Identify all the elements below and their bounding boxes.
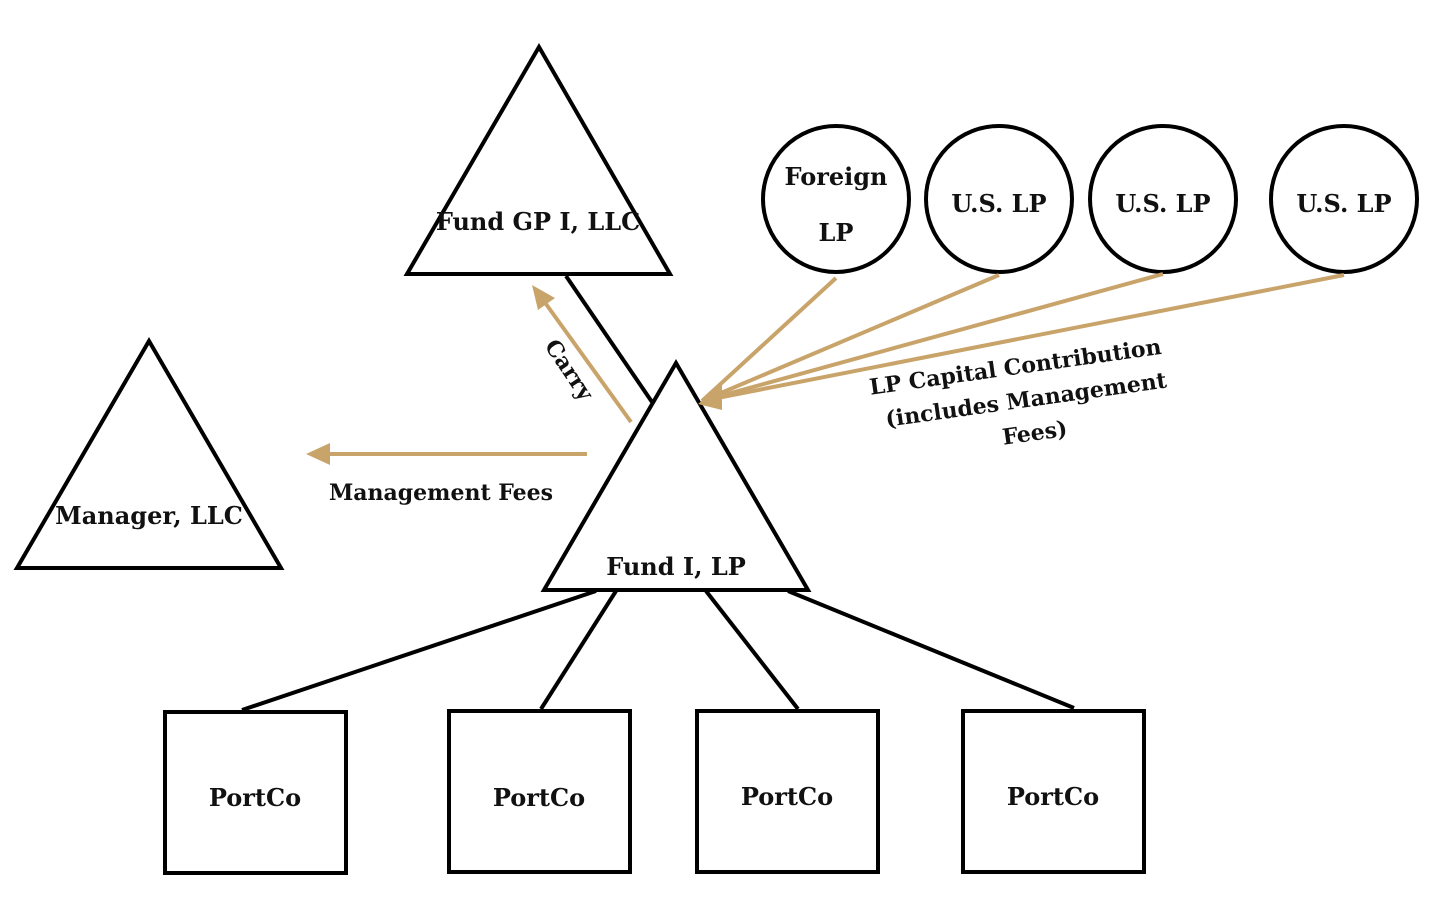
foreign-lp-label-line1: Foreign: [785, 162, 888, 191]
us-lp-node-1: U.S. LP: [924, 124, 1074, 274]
fund-node: Fund I, LP: [540, 359, 812, 592]
portco-label-3: PortCo: [741, 782, 833, 811]
link-fund-to-portco-3: [704, 589, 800, 711]
flow-from-us-lp-3: [701, 273, 1345, 403]
manager-node: Manager, LLC: [13, 337, 285, 570]
carry-label: Carry: [539, 335, 599, 407]
manager-label: Manager, LLC: [55, 501, 243, 530]
flow-from-us-lp-1: [701, 273, 1000, 403]
lp-contribution-label: LP Capital Contribution (includes Manage…: [868, 334, 1169, 451]
portco-label-2: PortCo: [493, 783, 585, 812]
lp-contribution-arrows: [698, 272, 1345, 410]
flow-from-foreign-lp: [700, 276, 838, 403]
portco-node-4: PortCo: [961, 709, 1146, 874]
management-fees-label: Management Fees: [329, 480, 553, 506]
lp-contribution-line3: Fees): [1001, 416, 1069, 451]
link-fund-to-portco-4: [787, 589, 1075, 710]
portco-node-2: PortCo: [447, 709, 632, 874]
foreign-lp-node: Foreign LP: [761, 124, 911, 274]
flow-from-us-lp-2: [701, 272, 1164, 403]
us-lp-label-3: U.S. LP: [1296, 189, 1391, 218]
carry-arrow: [532, 285, 633, 424]
foreign-lp-label-line2: LP: [819, 218, 854, 247]
portco-node-1: PortCo: [163, 710, 348, 875]
fund-gp-label: Fund GP I, LLC: [436, 207, 640, 236]
portco-label-1: PortCo: [209, 783, 301, 812]
link-fund-to-portco-1: [241, 589, 597, 712]
management-fees-arrow: [306, 443, 587, 465]
us-lp-label-1: U.S. LP: [951, 189, 1046, 218]
fund-gp-node: Fund GP I, LLC: [403, 43, 674, 276]
link-gp-to-fund: [564, 274, 654, 404]
us-lp-node-2: U.S. LP: [1088, 124, 1238, 274]
us-lp-node-3: U.S. LP: [1269, 124, 1419, 274]
portco-node-3: PortCo: [695, 709, 880, 874]
link-fund-to-portco-2: [539, 589, 618, 711]
portco-label-4: PortCo: [1007, 782, 1099, 811]
us-lp-label-2: U.S. LP: [1115, 189, 1210, 218]
fund-label: Fund I, LP: [606, 552, 746, 581]
